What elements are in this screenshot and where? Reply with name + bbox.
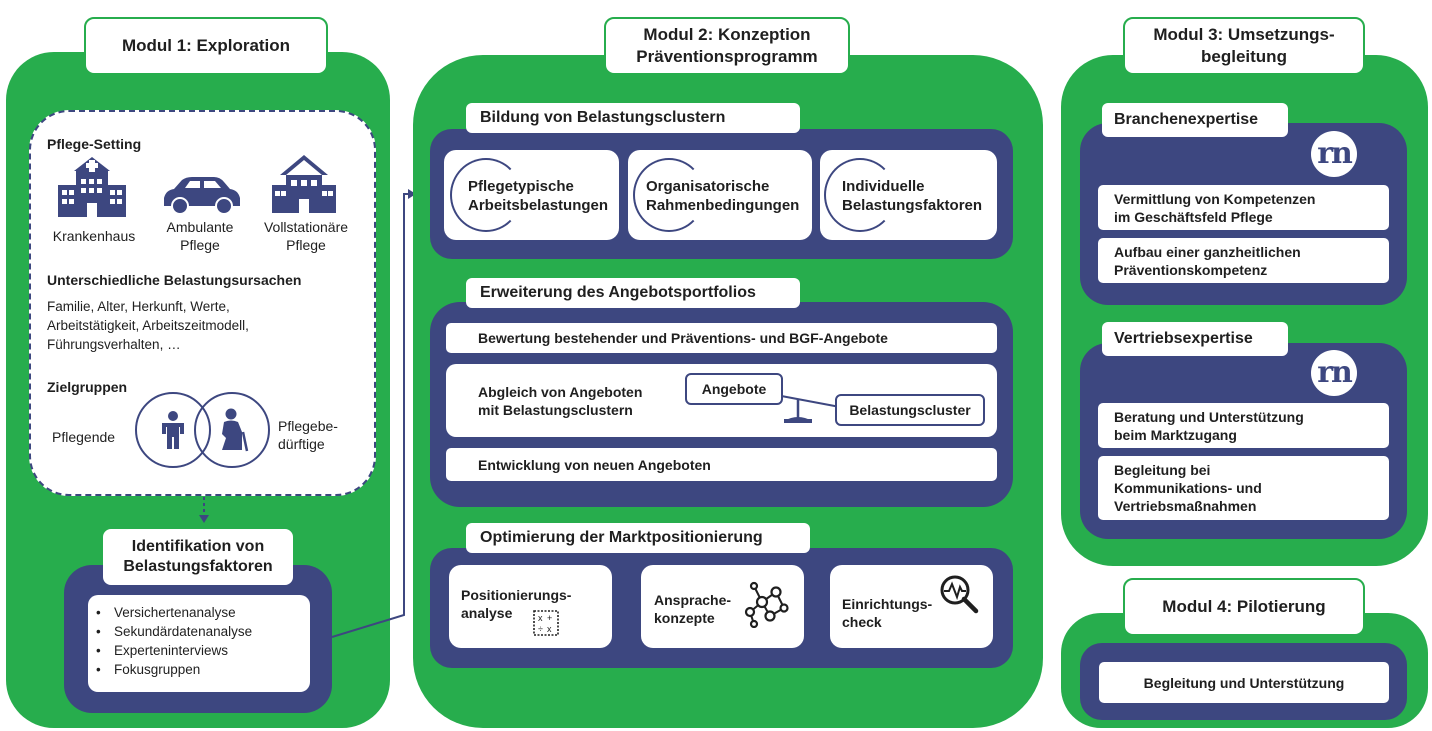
sales-item-2: Begleitung bei Kommunikations- und Vertr… xyxy=(1098,456,1389,520)
connector-arrow xyxy=(331,189,416,638)
target-heading: Zielgruppen xyxy=(47,379,128,395)
market-card-3-label: Einrichtungs- check xyxy=(842,596,933,630)
svg-text:x: x xyxy=(547,624,552,634)
setting-label-hospital: Krankenhaus xyxy=(52,228,136,244)
scale-label-angebote-text: Angebote xyxy=(701,381,767,397)
sales-title: Vertriebsexpertise xyxy=(1102,322,1288,356)
elderly-person-icon xyxy=(216,408,252,452)
dashed-arrow-down xyxy=(199,497,209,523)
causes-heading: Unterschiedliche Belastungsursachen xyxy=(47,272,302,288)
nursing-home-icon xyxy=(272,155,336,213)
cluster-card-1-label: Pflegetypische Arbeitsbelastungen xyxy=(468,178,609,214)
market-card-1 xyxy=(449,565,612,648)
section1-title-text: Bildung von Belastungsclustern xyxy=(480,109,726,126)
rn-logo-text: rn xyxy=(1317,136,1353,171)
portfolio-row-3-text: Entwicklung von neuen Angeboten xyxy=(478,456,711,473)
identification-item: Experteninterviews xyxy=(94,641,310,660)
section1-title: Bildung von Belastungsclustern xyxy=(466,103,800,133)
market-card-2 xyxy=(641,565,804,648)
portfolio-row-1-text: Bewertung bestehender und Präventions- u… xyxy=(478,330,888,346)
balance-scale-icon xyxy=(775,394,841,423)
car-icon xyxy=(160,176,242,216)
branch-title-text: Branchenexpertise xyxy=(1114,111,1259,128)
module1-title: Modul 1: Exploration xyxy=(84,17,328,75)
identification-item: Fokusgruppen xyxy=(94,660,310,679)
sales-item-2-text: Begleitung bei Kommunikations- und Vertr… xyxy=(1114,462,1262,514)
hospital-icon xyxy=(56,157,128,219)
branch-title: Branchenexpertise xyxy=(1102,103,1288,137)
cluster-arc-icon xyxy=(450,158,522,232)
setting-heading: Pflege-Setting xyxy=(47,136,142,152)
scale-label-angebote: Angebote xyxy=(685,373,783,405)
identification-title: Identifikation von Belastungsfaktoren xyxy=(103,529,293,585)
identification-list-box: Versichertenanalyse Sekundärdatenanalyse… xyxy=(88,595,310,692)
module2-title: Modul 2: Konzeption Präventionsprogramm xyxy=(604,17,850,75)
causes-text: Familie, Alter, Herkunft, Werte, Arbeits… xyxy=(47,299,249,352)
sales-item-1: Beratung und Unterstützung beim Marktzug… xyxy=(1098,403,1389,448)
setting-label-ambulant: Ambulante Pflege xyxy=(166,219,234,253)
market-card-2-label: Ansprache- konzepte xyxy=(654,592,732,626)
sales-title-text: Vertriebsexpertise xyxy=(1114,330,1253,347)
identification-title-text: Identifikation von Belastungsfaktoren xyxy=(123,538,273,575)
cluster-arc-icon xyxy=(633,158,705,232)
branch-item-1-text: Vermittlung von Kompetenzen im Geschäfts… xyxy=(1114,190,1316,225)
market-card-1-label: Positionierungs- analyse xyxy=(461,587,572,621)
module4-title: Modul 4: Pilotierung xyxy=(1123,578,1365,636)
module3-title: Modul 3: Umsetzungs- begleitung xyxy=(1123,17,1365,75)
portfolio-row-1: Bewertung bestehender und Präventions- u… xyxy=(446,323,997,353)
branch-item-2: Aufbau einer ganzheitlichen Präventionsk… xyxy=(1098,238,1389,283)
sales-item-1-text: Beratung und Unterstützung beim Marktzug… xyxy=(1114,408,1304,443)
nurse-person-icon xyxy=(155,410,191,450)
cluster-card-3-label: Individuelle Belastungsfaktoren xyxy=(842,178,983,214)
svg-text:÷: ÷ xyxy=(538,624,543,634)
svg-text:x: x xyxy=(538,613,543,623)
portfolio-row-3: Entwicklung von neuen Angeboten xyxy=(446,448,997,481)
portfolio-row-2-text: Abgleich von Angeboten mit Belastungsclu… xyxy=(478,383,643,418)
pilot-item: Begleitung und Unterstützung xyxy=(1099,662,1389,703)
market-card-3 xyxy=(830,565,993,648)
target-left-label: Pflegende xyxy=(52,429,116,445)
setting-label-stationaer: Vollstationäre Pflege xyxy=(263,219,349,253)
scale-label-belastungscluster: Belastungscluster xyxy=(835,394,985,426)
calculator-icon: x + ÷ x xyxy=(533,610,559,636)
identification-item: Sekundärdatenanalyse xyxy=(94,622,310,641)
network-icon xyxy=(740,580,790,629)
section3-title: Optimierung der Marktpositionierung xyxy=(466,523,810,553)
rn-logo-text: rn xyxy=(1317,355,1353,390)
rn-logo-icon: rn xyxy=(1311,350,1357,396)
venn-circle-right xyxy=(194,392,270,468)
svg-text:+: + xyxy=(547,613,552,623)
section2-title-text: Erweiterung des Angebotsportfolios xyxy=(480,284,756,301)
module1-title-text: Modul 1: Exploration xyxy=(121,36,291,55)
section2-title: Erweiterung des Angebotsportfolios xyxy=(466,278,800,308)
magnifier-pulse-icon xyxy=(938,573,980,615)
module3-title-text: Modul 3: Umsetzungs- begleitung xyxy=(1153,25,1335,66)
target-right-label: Pflegebe- dürftige xyxy=(278,418,338,452)
cluster-arc-icon xyxy=(824,158,896,232)
section3-title-text: Optimierung der Marktpositionierung xyxy=(480,529,763,546)
scale-label-belastungscluster-text: Belastungscluster xyxy=(849,402,971,418)
cluster-card-2-label: Organisatorische Rahmenbedingungen xyxy=(646,178,800,214)
module4-title-text: Modul 4: Pilotierung xyxy=(1162,597,1326,616)
pilot-item-text: Begleitung und Unterstützung xyxy=(1143,674,1345,691)
identification-item: Versichertenanalyse xyxy=(94,603,310,622)
rn-logo-icon: rn xyxy=(1311,131,1357,177)
branch-item-1: Vermittlung von Kompetenzen im Geschäfts… xyxy=(1098,185,1389,230)
branch-item-2-text: Aufbau einer ganzheitlichen Präventionsk… xyxy=(1114,243,1301,278)
module2-title-text: Modul 2: Konzeption Präventionsprogramm xyxy=(636,25,818,66)
